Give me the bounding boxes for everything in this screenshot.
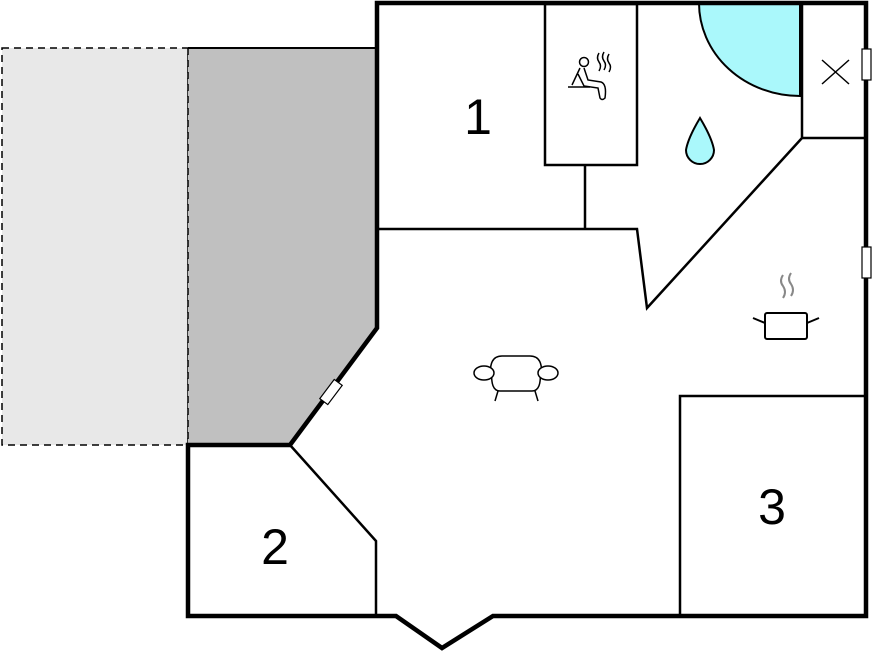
outer-walls [185,0,869,651]
toilet-x-icon [821,59,850,85]
room-label-3: 3 [758,479,786,535]
sofa-icon [473,355,559,402]
windows [318,48,872,406]
sauna-icon [568,51,612,101]
open-terrace [1,47,189,446]
shower-area [697,2,801,98]
kitchen-pot-icon [752,272,820,340]
room-label-2: 2 [261,519,289,575]
room-label-1: 1 [464,89,492,145]
shower-drop-icon [684,116,716,165]
covered-terrace [188,48,377,445]
interior-walls [289,2,866,616]
